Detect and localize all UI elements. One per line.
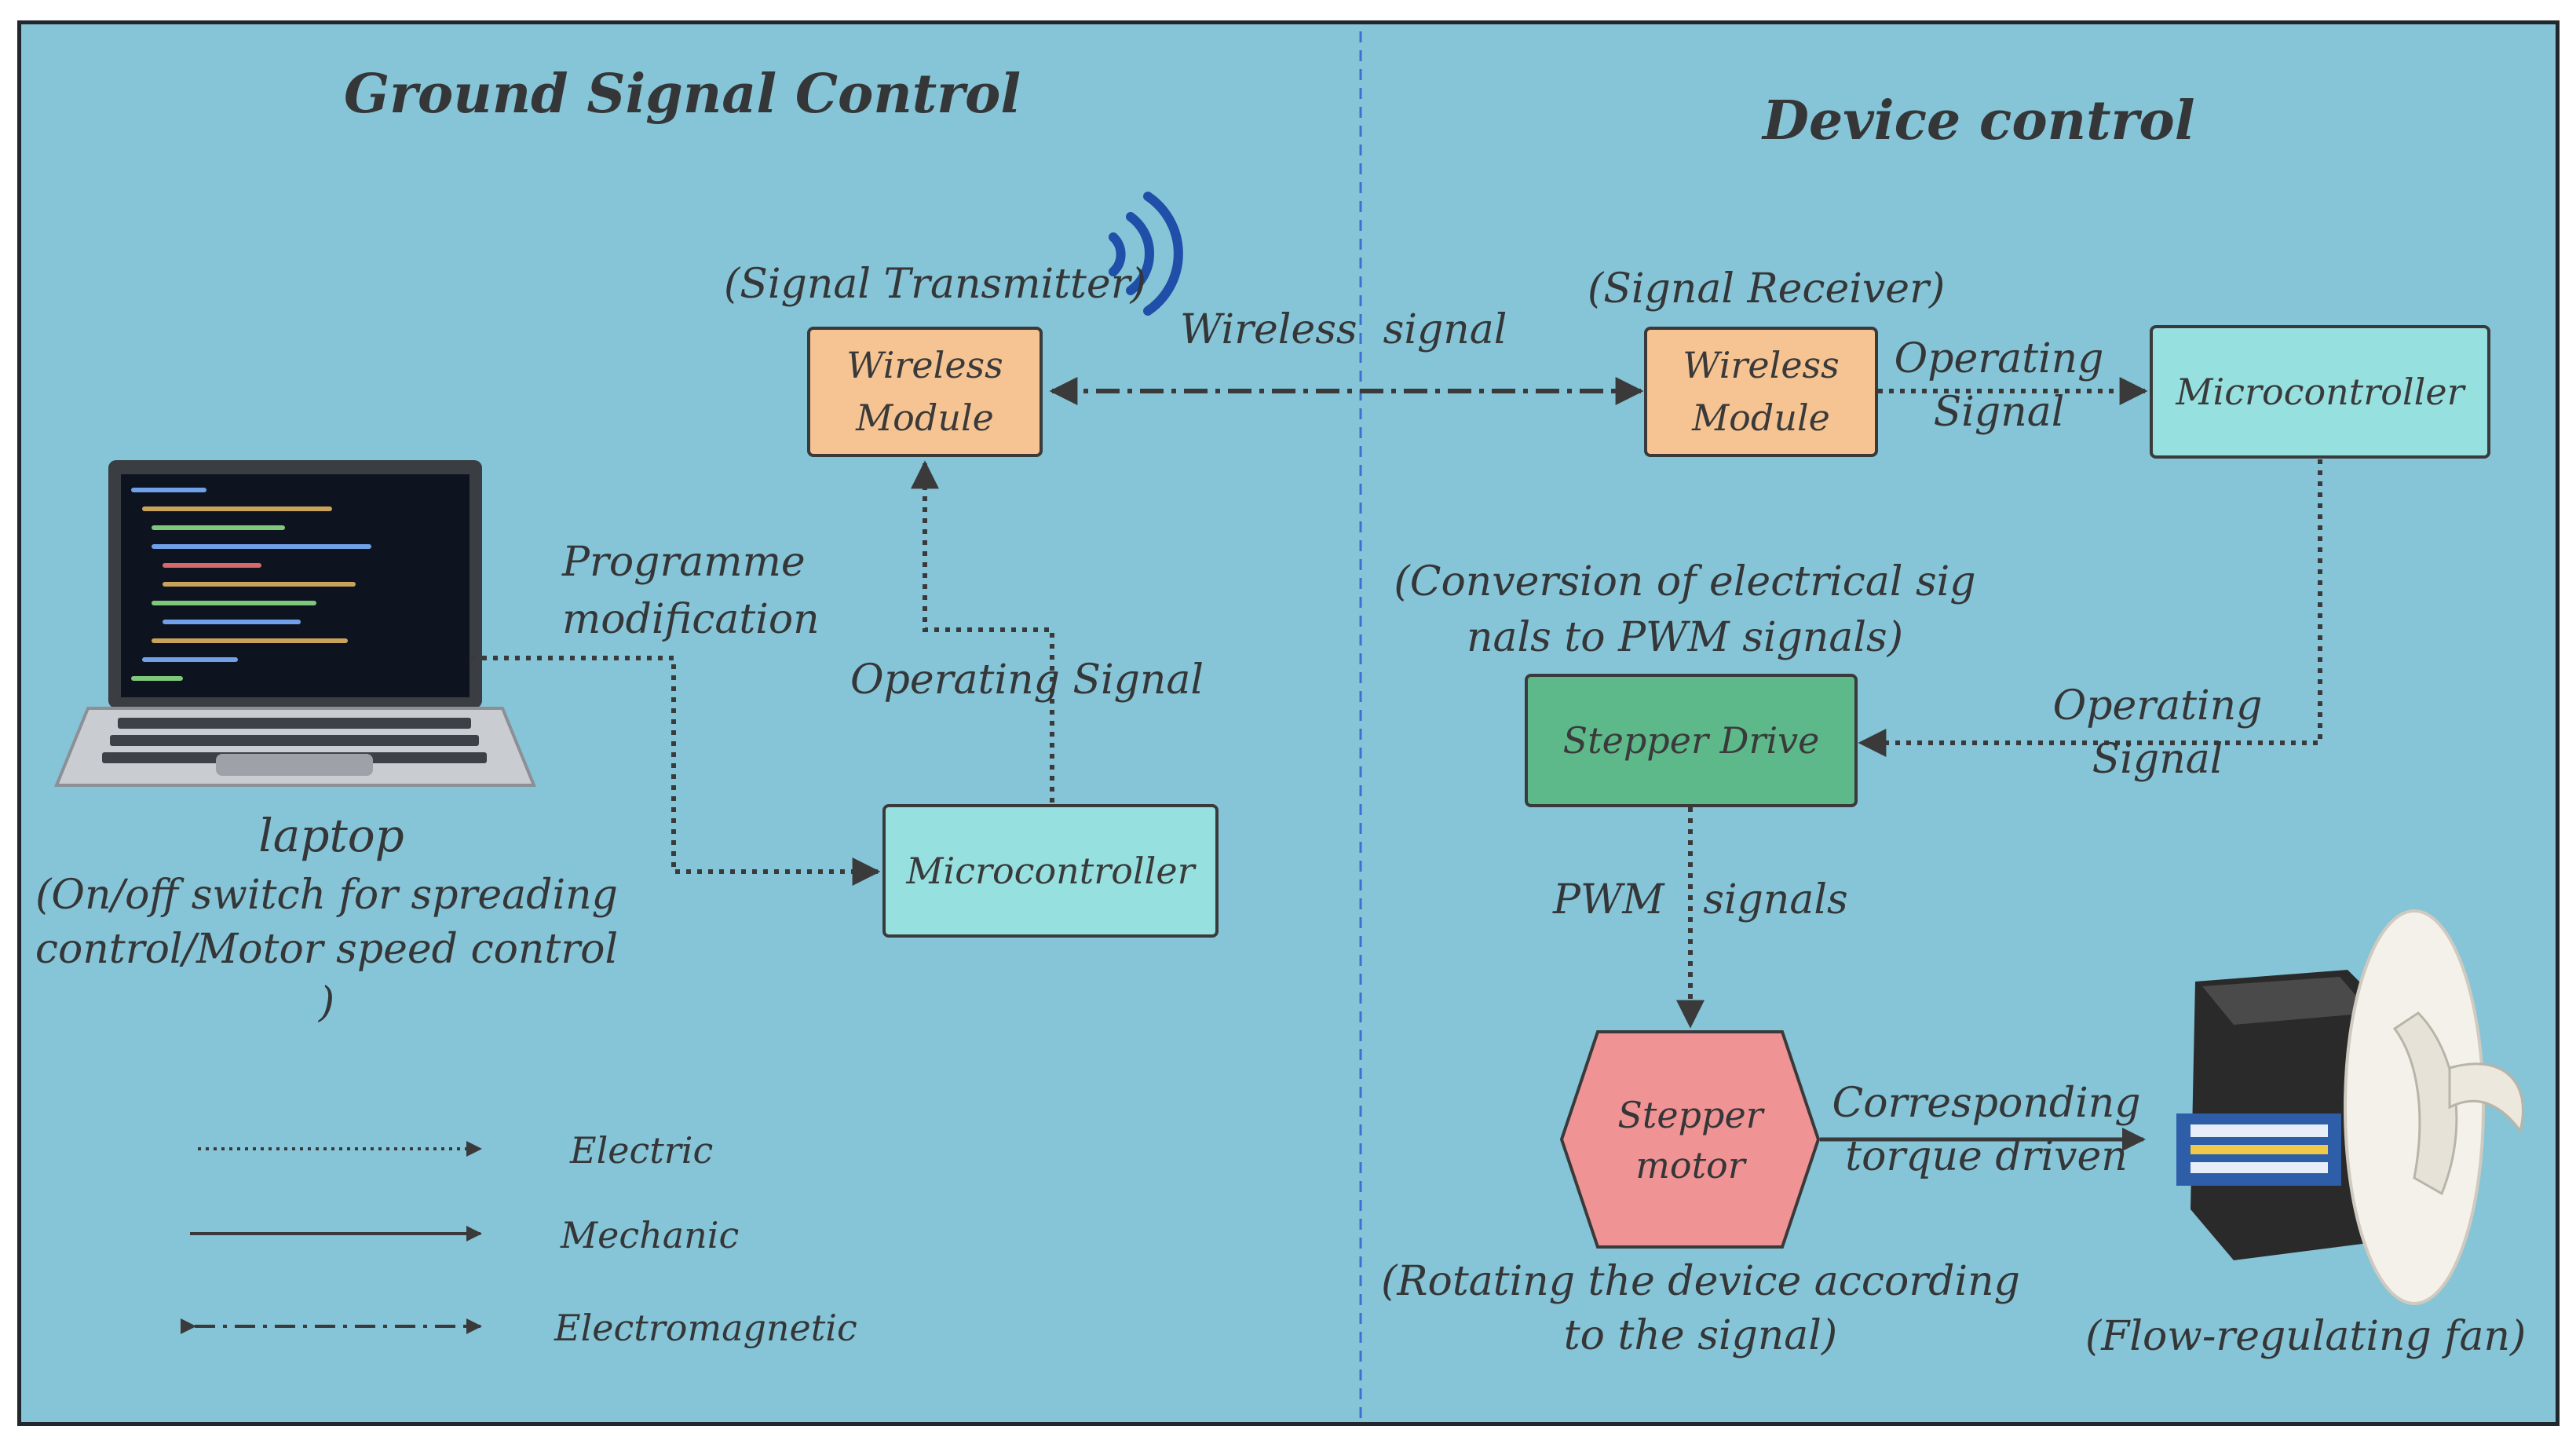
left-wireless-module: Wireless Module (807, 327, 1043, 457)
stepper-motor-label: Stepper motor (1617, 1094, 1763, 1187)
right-operating-signal-label-top: Operating Signal (1894, 335, 2104, 436)
drive-operating-signal-label: Operating Signal (2052, 682, 2263, 783)
legend-electromagnetic-label: Electromagnetic (554, 1307, 857, 1349)
wireless-signal-label: Wireless signal (1180, 306, 1507, 353)
conversion-caption: (Conversion of electrical sig nals to PW… (1394, 558, 1976, 661)
stepper-motor-caption: (Rotating the device according to the si… (1381, 1258, 2020, 1359)
signal-receiver-caption: (Signal Receiver) (1588, 265, 1946, 313)
fan-motor-image (2176, 909, 2524, 1305)
stepper-drive: Stepper Drive (1525, 674, 1858, 807)
left-operating-signal-arrow (911, 460, 1054, 803)
laptop-label: laptop (258, 809, 404, 862)
right-microcontroller: Microcontroller (2150, 325, 2490, 459)
left-microcontroller: Microcontroller (882, 804, 1219, 938)
right-panel-title: Device control (1763, 90, 2195, 152)
pwm-signals-label: PWM signals (1553, 876, 1848, 923)
right-wireless-module: Wireless Module (1644, 327, 1878, 457)
left-panel-title: Ground Signal Control (344, 63, 1021, 126)
torque-label: Corresponding torque driven (1832, 1080, 2141, 1180)
stepper-motor-shape (1559, 1030, 1821, 1249)
programme-modification-label: Programme modification (562, 539, 820, 643)
left-operating-signal-label: Operating Signal (850, 656, 1204, 704)
programme-modification-arrow (471, 656, 881, 886)
fan-caption: (Flow-regulating fan) (2085, 1313, 2527, 1360)
laptop-icon (54, 460, 536, 787)
signal-transmitter-caption: (Signal Transmitter) (724, 261, 1146, 308)
laptop-caption: (On/off switch for spreading control/Mot… (35, 872, 619, 1027)
legend-mechanic-label: Mechanic (561, 1214, 740, 1256)
signal-waves-icon (1109, 192, 1183, 316)
legend-electric-label: Electric (570, 1129, 714, 1172)
